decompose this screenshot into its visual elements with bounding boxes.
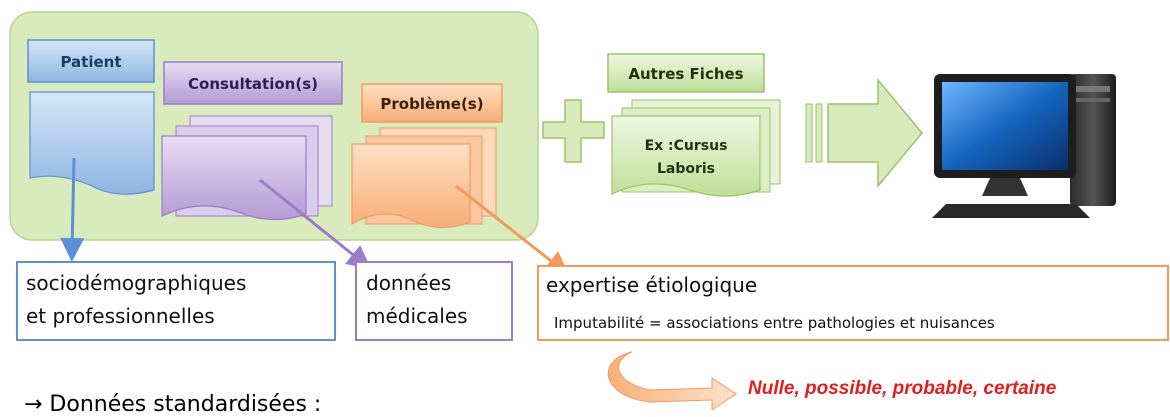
expertise-box — [537, 265, 1169, 341]
consultation-document-icon — [161, 135, 307, 221]
autres-example-line1: Ex :Cursus — [645, 138, 728, 154]
expertise-detail: Imputabilité = associations entre pathol… — [554, 314, 995, 332]
computer-keyboard — [932, 204, 1090, 218]
probleme-label: Problème(s) — [380, 95, 483, 113]
autres-fiches-title: Autres Fiches — [628, 65, 743, 83]
computer-drive-bay — [1076, 86, 1110, 92]
probleme-document-icon — [351, 143, 471, 229]
patient-document-icon — [29, 91, 155, 195]
socio-box — [16, 261, 336, 341]
computer-stand — [982, 178, 1028, 196]
probleme-node: Problème(s) — [351, 83, 503, 229]
medical-box — [355, 261, 513, 341]
standardized-data-heading: → Données standardisées : — [24, 392, 322, 417]
computer-drive-bay-2 — [1076, 98, 1110, 102]
patient-arrow — [60, 157, 85, 262]
imputability-levels: Nulle, possible, probable, certaine — [748, 378, 1057, 399]
flow-arrow-bar-2 — [815, 103, 823, 163]
medical-line1: données — [366, 271, 451, 295]
patient-label: Patient — [60, 53, 121, 71]
socio-line1: sociodémographiques — [26, 271, 246, 295]
patient-node: Patient — [27, 39, 155, 195]
consultation-node: Consultation(s) — [161, 61, 343, 221]
flow-arrow-head — [827, 77, 923, 189]
consultation-arrow — [259, 178, 372, 270]
curved-arrow-icon — [607, 351, 737, 411]
medical-line2: médicales — [366, 304, 468, 328]
probleme-arrow — [455, 184, 570, 276]
consultation-label: Consultation(s) — [188, 75, 318, 93]
socio-line2: et professionnelles — [26, 304, 215, 328]
flow-arrow — [805, 77, 923, 189]
probleme-header — [361, 83, 503, 123]
expertise-title: expertise étiologique — [546, 273, 757, 297]
computer-icon — [932, 74, 1116, 218]
autres-document-icon — [611, 115, 761, 197]
consultation-header — [163, 61, 343, 105]
patient-header — [27, 39, 155, 83]
computer-screen — [942, 82, 1068, 170]
computer-tower — [1070, 74, 1116, 206]
plus-icon — [542, 99, 605, 163]
autres-example-line2: Laboris — [657, 161, 715, 177]
autres-fiches-node: Autres Fiches Ex :Cursus Laboris — [607, 53, 781, 197]
autres-fiches-header — [607, 53, 765, 93]
flow-arrow-bar-1 — [805, 103, 813, 163]
